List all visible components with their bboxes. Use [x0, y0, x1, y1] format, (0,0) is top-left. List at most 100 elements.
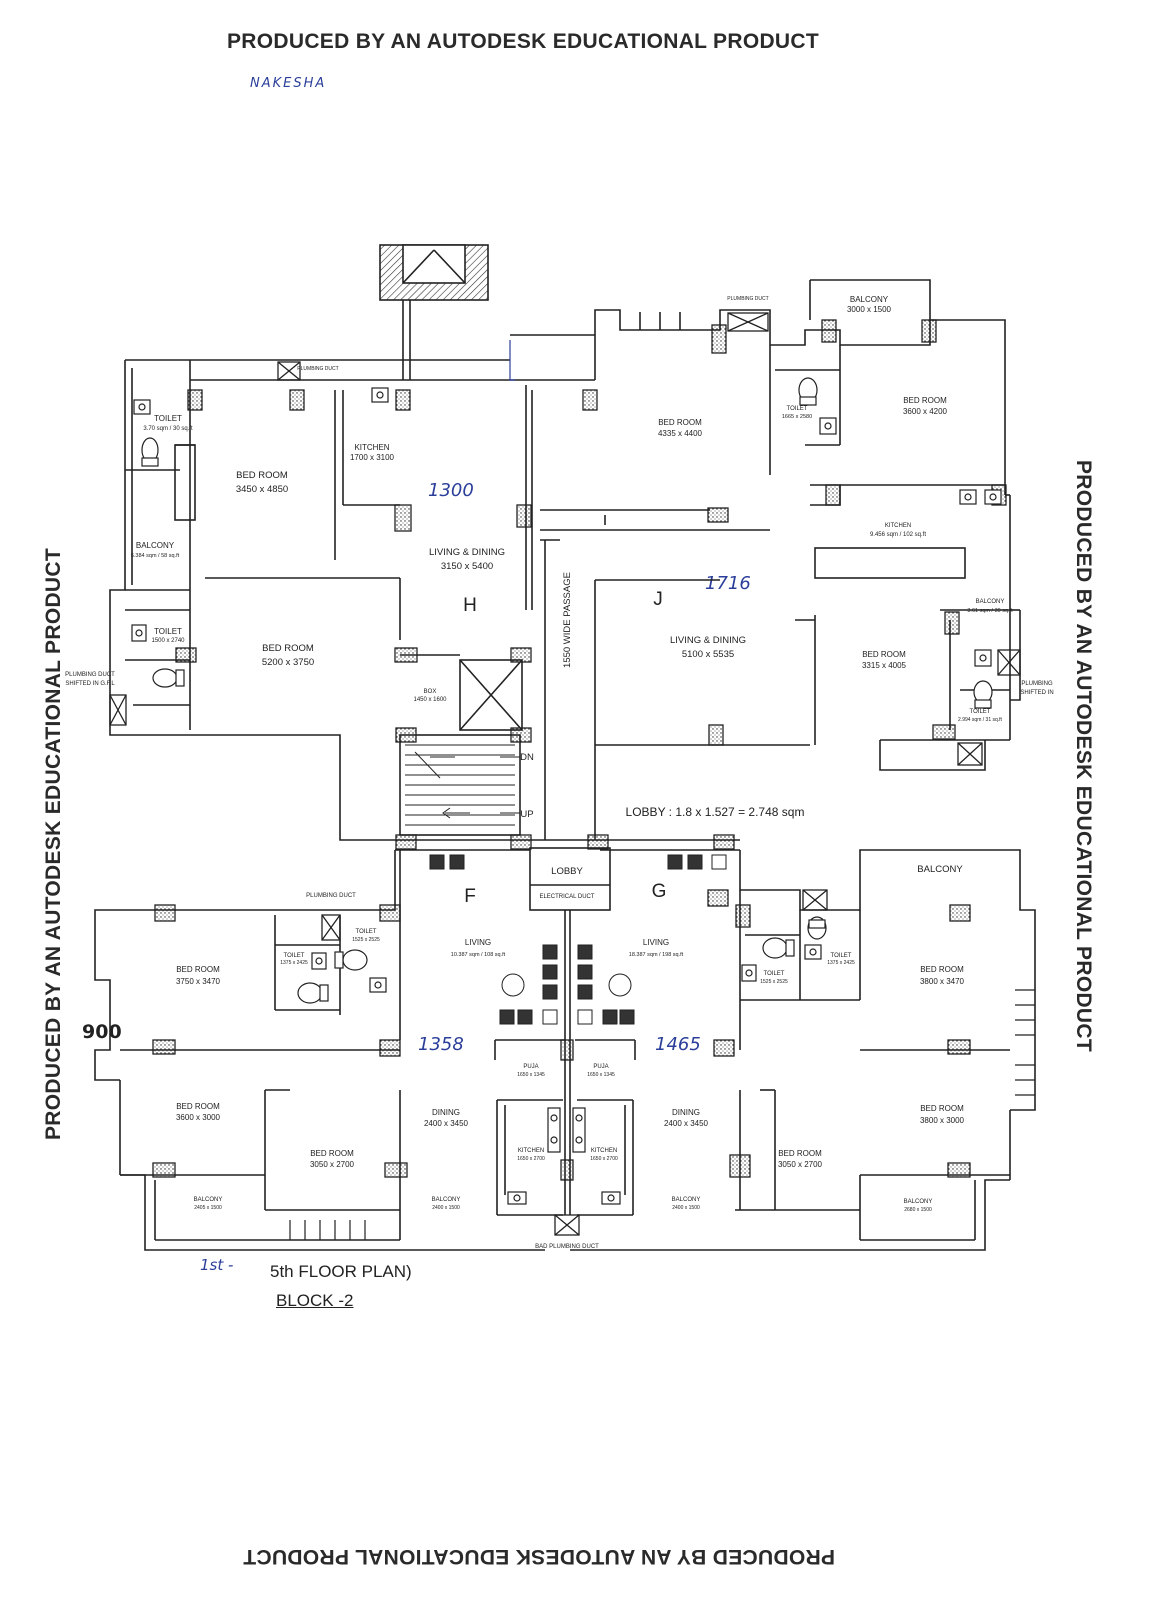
unit-j: J — [653, 589, 663, 610]
label-h-toilet2: TOILET — [154, 627, 182, 636]
plan-title: 5th FLOOR PLAN) — [270, 1262, 412, 1281]
label-f-toilet2-size: 1525 x 2525 — [352, 937, 380, 943]
label-lobby: LOBBY — [551, 866, 583, 877]
plan-block: BLOCK -2 — [276, 1291, 354, 1310]
label-box: BOX — [424, 689, 437, 695]
unit-g: G — [652, 881, 667, 902]
label-g-bed1-size: 3800 x 3470 — [920, 977, 965, 986]
handwritten-dim-j: 1716 — [705, 573, 751, 594]
label-g-toilet2-size: 1525 x 2525 — [760, 979, 788, 985]
label-f-balcony1: BALCONY — [194, 1197, 223, 1203]
label-g-balcony1: BALCONY — [672, 1197, 701, 1203]
pen-mark — [509, 340, 515, 381]
label-h-toilet-size: 3.70 sqm / 30 sq.ft — [143, 426, 193, 432]
label-f-bed1: BED ROOM — [176, 965, 220, 974]
label-bad-plumbing-duct: BAD PLUMBING DUCT — [535, 1244, 599, 1250]
label-j-balcony2: BALCONY — [976, 599, 1005, 605]
label-f-balcony2-size: 2400 x 1500 — [432, 1205, 460, 1211]
label-f-balcony1-size: 2405 x 1500 — [194, 1205, 222, 1211]
label-electrical-duct: ELECTRICAL DUCT — [539, 894, 594, 900]
label-h-balcony-size: 5.384 sqm / 58 sq.ft — [131, 553, 180, 559]
label-f-puja-size: 1650 x 1345 — [517, 1072, 545, 1078]
label-box-size: 1450 x 1600 — [413, 697, 447, 703]
handwritten-dim-h: 1300 — [428, 480, 474, 501]
label-f-plumbing: PLUMBING DUCT — [306, 893, 356, 899]
watermark-top: PRODUCED BY AN AUTODESK EDUCATIONAL PROD… — [227, 30, 819, 53]
lobby-box — [529, 847, 611, 911]
label-j-balcony: BALCONY — [850, 295, 889, 304]
label-h-plumbing-note: SHIFTED IN G.F.L — [65, 681, 115, 687]
label-g-living: LIVING — [643, 938, 669, 947]
label-f-kitchen: KITCHEN — [518, 1148, 544, 1154]
label-plumbing-h: PLUMBING DUCT — [297, 366, 338, 372]
label-g-balcony2-size: 2680 x 1500 — [904, 1207, 932, 1213]
handwritten-floor-prefix: 1st - — [200, 1256, 234, 1274]
label-f-bed2: BED ROOM — [176, 1102, 220, 1111]
label-g-toilet1: TOILET — [831, 953, 852, 959]
label-g-bed2: BED ROOM — [920, 1104, 964, 1113]
label-plumbing-top: PLUMBING DUCT — [727, 296, 768, 302]
label-g-kitchen-size: 1650 x 2700 — [590, 1156, 618, 1162]
label-g-living-size: 18.387 sqm / 198 sq.ft — [629, 952, 684, 958]
label-g-bed3: BED ROOM — [778, 1149, 822, 1158]
label-h-bed2: BED ROOM — [262, 643, 314, 654]
label-h-plumbing: PLUMBING DUCT — [65, 672, 115, 678]
label-h-toilet: TOILET — [154, 414, 182, 423]
label-h-toilet2-size: 1500 x 2740 — [151, 638, 185, 644]
label-f-kitchen-size: 1650 x 2700 — [517, 1156, 545, 1162]
label-stair-up: UP — [520, 809, 533, 820]
label-passage: 1550 WIDE PASSAGE — [562, 572, 573, 668]
label-f-living: LIVING — [465, 938, 491, 947]
label-g-bed2-size: 3800 x 3000 — [920, 1116, 965, 1125]
label-f-toilet1: TOILET — [284, 953, 305, 959]
label-g-dining: DINING — [672, 1108, 700, 1117]
label-h-bed2-size: 5200 x 3750 — [262, 657, 314, 668]
label-h-kitchen: KITCHEN — [354, 443, 389, 452]
label-f-bed1-size: 3750 x 3470 — [176, 977, 221, 986]
label-f-puja: PUJA — [523, 1064, 538, 1070]
label-j-kitchen: KITCHEN — [885, 523, 911, 529]
label-h-bed1: BED ROOM — [236, 470, 288, 481]
handwritten-name: NAKESHA — [250, 76, 327, 91]
label-j-balcony-size: 3000 x 1500 — [847, 305, 892, 314]
furniture — [429, 854, 727, 1025]
handwritten-dim-g: 1465 — [655, 1034, 701, 1055]
label-j-bed3-size: 3315 x 4005 — [862, 661, 907, 670]
label-j-plumbing: PLUMBING — [1021, 681, 1053, 687]
fixtures — [131, 377, 1002, 1205]
label-g-dining-size: 2400 x 3450 — [664, 1119, 709, 1128]
label-g-puja: PUJA — [593, 1064, 608, 1070]
label-f-bed2-size: 3600 x 3000 — [176, 1113, 221, 1122]
lift-core — [459, 659, 523, 731]
columns — [152, 319, 1007, 1181]
label-j-living-size: 5100 x 5535 — [682, 649, 734, 660]
label-h-kitchen-size: 1700 x 3100 — [350, 453, 395, 462]
label-j-balcony2-size: 3.61 sqm / 39 sq.ft — [967, 608, 1013, 614]
label-f-dining-size: 2400 x 3450 — [424, 1119, 469, 1128]
stair-north-mark — [414, 751, 441, 779]
label-j-toilet2: TOILET — [970, 709, 991, 715]
label-j-toilet: TOILET — [787, 406, 808, 412]
walls — [94, 244, 1036, 1251]
label-j-bed3: BED ROOM — [862, 650, 906, 659]
label-f-living-size: 10.387 sqm / 108 sq.ft — [451, 952, 506, 958]
label-g-balcony2: BALCONY — [904, 1199, 933, 1205]
stair — [399, 734, 521, 836]
label-g-toilet2: TOILET — [764, 971, 785, 977]
label-g-balcony1-size: 2400 x 1500 — [672, 1205, 700, 1211]
label-f-toilet1-size: 1375 x 2425 — [280, 960, 308, 966]
dim-900: 900 — [82, 1021, 122, 1043]
label-j-bed1: BED ROOM — [658, 418, 702, 427]
label-j-living: LIVING & DINING — [670, 635, 746, 646]
label-g-balcony-top: BALCONY — [917, 864, 963, 875]
handwritten-dim-f: 1358 — [418, 1034, 464, 1055]
label-f-balcony2: BALCONY — [432, 1197, 461, 1203]
label-g-bed1: BED ROOM — [920, 965, 964, 974]
room-labels: PLUMBING DUCT PLUMBING DUCT TOILET 3.70 … — [65, 295, 1054, 1250]
label-h-bed1-size: 3450 x 4850 — [236, 484, 288, 495]
label-g-kitchen: KITCHEN — [591, 1148, 617, 1154]
label-j-bed2: BED ROOM — [903, 396, 947, 405]
label-stair-dn: DN — [520, 752, 534, 763]
label-j-bed2-size: 3600 x 4200 — [903, 407, 948, 416]
